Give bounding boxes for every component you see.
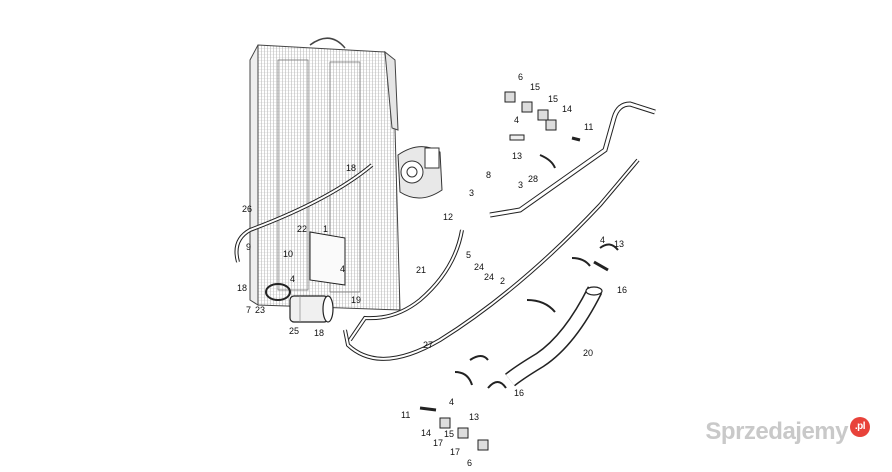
callout-4d: 4 [600,235,605,245]
callout-24: 24 [474,262,484,272]
part-callouts: 6 15 15 14 4 11 13 28 8 3 3 12 18 26 22 … [237,72,627,468]
callout-1: 1 [323,224,328,234]
callout-13c: 13 [469,412,479,422]
callout-22: 22 [297,224,307,234]
callout-8: 8 [486,170,491,180]
fittings-right [593,243,619,272]
callout-6: 6 [518,72,523,82]
callout-18: 18 [346,163,356,173]
direction-arrows [454,154,591,386]
callout-18b: 18 [237,283,247,293]
filter-25 [289,295,334,323]
callout-17: 17 [433,438,443,448]
callout-15b: 15 [548,94,558,104]
callout-19: 19 [351,295,361,305]
callout-13b: 13 [614,239,624,249]
callout-16: 16 [617,285,627,295]
callout-4c: 4 [290,274,295,284]
callout-11b: 11 [401,410,410,420]
callout-18c: 18 [314,328,324,338]
callout-6b: 6 [467,458,472,468]
callout-9: 9 [246,242,251,252]
callout-3: 3 [518,180,523,190]
callout-2: 2 [500,276,505,286]
callout-17b: 17 [450,447,460,457]
callout-5: 5 [466,250,471,260]
callout-11: 11 [584,122,593,132]
clamp-23 [265,283,291,301]
watermark-text: Sprzedajemy [705,418,848,445]
bracket-22 [309,231,346,286]
callout-16b: 16 [514,388,524,398]
callout-10: 10 [283,249,293,259]
clips-bottom [419,381,507,451]
watermark: Sprzedajemy.pl [705,416,870,446]
compressor [397,146,443,199]
radiator [249,37,401,311]
callout-15: 15 [530,82,540,92]
callout-4: 4 [514,115,519,125]
callout-23: 23 [255,305,265,315]
callout-13: 13 [512,151,522,161]
callout-7: 7 [246,305,251,315]
callout-14b: 14 [421,428,431,438]
callout-14: 14 [562,104,572,114]
callout-20: 20 [583,348,593,358]
callout-24b: 24 [484,272,494,282]
callout-25: 25 [289,326,299,336]
clips-top [504,91,581,142]
callout-21: 21 [416,265,426,275]
callout-12: 12 [443,212,453,222]
watermark-badge: .pl [850,416,870,437]
callout-28: 28 [528,174,538,184]
callout-3b: 3 [469,188,474,198]
callout-4e: 4 [449,397,454,407]
callout-27: 27 [423,340,433,350]
callout-15c: 15 [444,429,454,439]
callout-26: 26 [242,204,252,214]
callout-4b: 4 [340,264,345,274]
